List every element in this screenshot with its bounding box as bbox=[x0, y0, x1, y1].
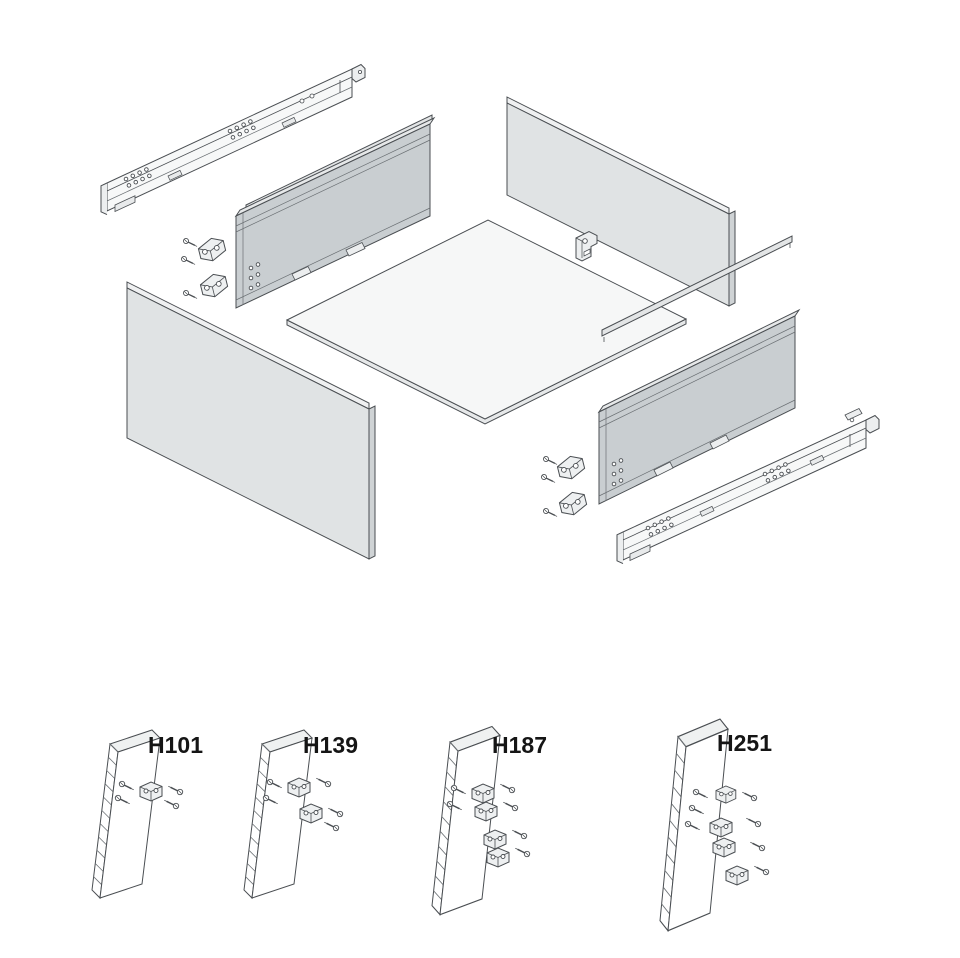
exploded-view bbox=[100, 63, 880, 565]
front-panel bbox=[126, 281, 376, 560]
variant-h251: H251 bbox=[659, 718, 772, 932]
variant-label: H251 bbox=[717, 730, 772, 756]
front-fixing-brackets-left bbox=[180, 235, 230, 300]
drawer-side-panel-right bbox=[597, 308, 801, 505]
drawer-side-panel-left bbox=[234, 116, 436, 309]
drawer-slide-right bbox=[616, 407, 880, 565]
variant-panel bbox=[431, 725, 501, 916]
back-panel bbox=[506, 96, 736, 307]
front-fixing-brackets-right bbox=[540, 453, 589, 518]
variant-label: H139 bbox=[303, 732, 358, 758]
variant-label: H187 bbox=[492, 732, 547, 758]
back-wall-fixing-bracket bbox=[575, 230, 598, 262]
variant-label: H101 bbox=[148, 732, 203, 758]
drawer-slide-left bbox=[100, 63, 366, 216]
height-variants: H101 H139 bbox=[91, 718, 772, 932]
drawer-bottom-panel bbox=[285, 219, 688, 425]
variant-h101: H101 bbox=[91, 729, 203, 899]
variant-h187: H187 bbox=[431, 725, 547, 916]
gallery-rail-right bbox=[601, 235, 793, 342]
variant-h139: H139 bbox=[243, 729, 358, 899]
